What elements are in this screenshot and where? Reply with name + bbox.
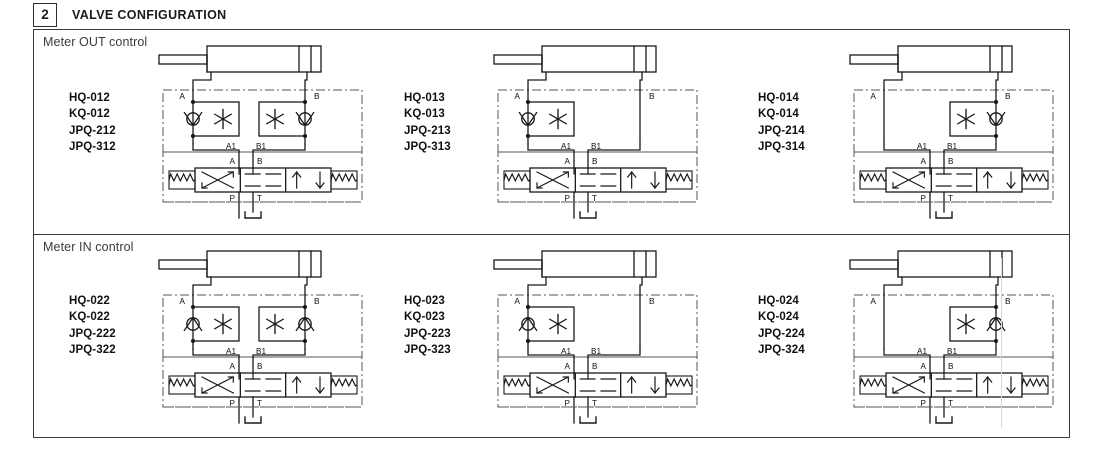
panel-title-meter-out: Meter OUT control bbox=[43, 35, 148, 49]
part-number: HQ-013 bbox=[404, 92, 445, 104]
svg-text:A: A bbox=[179, 91, 185, 101]
part-number: JPQ-323 bbox=[404, 343, 451, 356]
svg-text:P: P bbox=[921, 399, 927, 408]
svg-text:T: T bbox=[948, 194, 953, 203]
section-number-box: 2 bbox=[33, 3, 57, 27]
part-number: HQ-012 bbox=[69, 92, 110, 104]
svg-text:P: P bbox=[921, 194, 927, 203]
svg-text:B: B bbox=[592, 157, 598, 166]
svg-text:B1: B1 bbox=[947, 142, 957, 151]
section-header: 2 VALVE CONFIGURATION bbox=[33, 3, 227, 27]
part-number: KQ-022 bbox=[69, 311, 110, 324]
part-number: JPQ-212 bbox=[69, 124, 116, 137]
part-number: JPQ-313 bbox=[404, 140, 451, 153]
part-number: JPQ-213 bbox=[404, 124, 451, 137]
part-number: JPQ-222 bbox=[69, 327, 116, 340]
svg-text:A: A bbox=[230, 157, 236, 166]
part-number: KQ-024 bbox=[758, 311, 799, 324]
scan-artifact-line bbox=[1001, 258, 1002, 428]
svg-text:B: B bbox=[592, 362, 598, 371]
svg-text:T: T bbox=[257, 194, 262, 203]
svg-text:A: A bbox=[230, 362, 236, 371]
svg-text:T: T bbox=[592, 194, 597, 203]
svg-text:A: A bbox=[921, 157, 927, 166]
part-number: KQ-023 bbox=[404, 311, 445, 324]
svg-text:A1: A1 bbox=[226, 142, 236, 151]
svg-text:A: A bbox=[514, 91, 520, 101]
svg-text:A: A bbox=[565, 157, 571, 166]
svg-text:B: B bbox=[649, 296, 655, 306]
svg-text:B1: B1 bbox=[256, 142, 266, 151]
page-title: VALVE CONFIGURATION bbox=[72, 8, 227, 22]
svg-text:B: B bbox=[1005, 91, 1011, 101]
svg-text:B1: B1 bbox=[947, 347, 957, 356]
svg-text:A1: A1 bbox=[561, 142, 571, 151]
svg-text:B1: B1 bbox=[256, 347, 266, 356]
svg-text:A1: A1 bbox=[917, 347, 927, 356]
svg-text:B1: B1 bbox=[591, 142, 601, 151]
svg-text:A: A bbox=[921, 362, 927, 371]
svg-text:P: P bbox=[565, 399, 571, 408]
svg-text:B: B bbox=[948, 362, 954, 371]
part-number: JPQ-223 bbox=[404, 327, 451, 340]
svg-text:B: B bbox=[649, 91, 655, 101]
svg-text:P: P bbox=[230, 399, 236, 408]
part-number: HQ-022 bbox=[69, 295, 110, 307]
part-number: JPQ-322 bbox=[69, 343, 116, 356]
svg-text:T: T bbox=[948, 399, 953, 408]
svg-text:A: A bbox=[179, 296, 185, 306]
svg-text:B: B bbox=[314, 296, 320, 306]
svg-text:B1: B1 bbox=[591, 347, 601, 356]
svg-text:A: A bbox=[870, 296, 876, 306]
part-number: KQ-013 bbox=[404, 108, 445, 121]
part-number: KQ-012 bbox=[69, 108, 110, 121]
part-number: JPQ-214 bbox=[758, 124, 805, 137]
svg-text:B: B bbox=[314, 91, 320, 101]
svg-text:B: B bbox=[257, 157, 263, 166]
part-number: HQ-014 bbox=[758, 92, 799, 104]
svg-text:A: A bbox=[514, 296, 520, 306]
part-number: HQ-023 bbox=[404, 295, 445, 307]
svg-text:A1: A1 bbox=[917, 142, 927, 151]
part-number: JPQ-324 bbox=[758, 343, 805, 356]
svg-text:A1: A1 bbox=[561, 347, 571, 356]
svg-text:A: A bbox=[870, 91, 876, 101]
svg-text:B: B bbox=[948, 157, 954, 166]
panel-title-meter-in: Meter IN control bbox=[43, 240, 134, 254]
svg-text:B: B bbox=[1005, 296, 1011, 306]
svg-text:B: B bbox=[257, 362, 263, 371]
part-number: JPQ-224 bbox=[758, 327, 805, 340]
svg-text:T: T bbox=[592, 399, 597, 408]
part-number: JPQ-312 bbox=[69, 140, 116, 153]
svg-text:P: P bbox=[230, 194, 236, 203]
svg-text:A1: A1 bbox=[226, 347, 236, 356]
svg-text:T: T bbox=[257, 399, 262, 408]
part-number: JPQ-314 bbox=[758, 140, 805, 153]
part-number: HQ-024 bbox=[758, 295, 799, 307]
part-number: KQ-014 bbox=[758, 108, 799, 121]
svg-text:A: A bbox=[565, 362, 571, 371]
svg-text:P: P bbox=[565, 194, 571, 203]
